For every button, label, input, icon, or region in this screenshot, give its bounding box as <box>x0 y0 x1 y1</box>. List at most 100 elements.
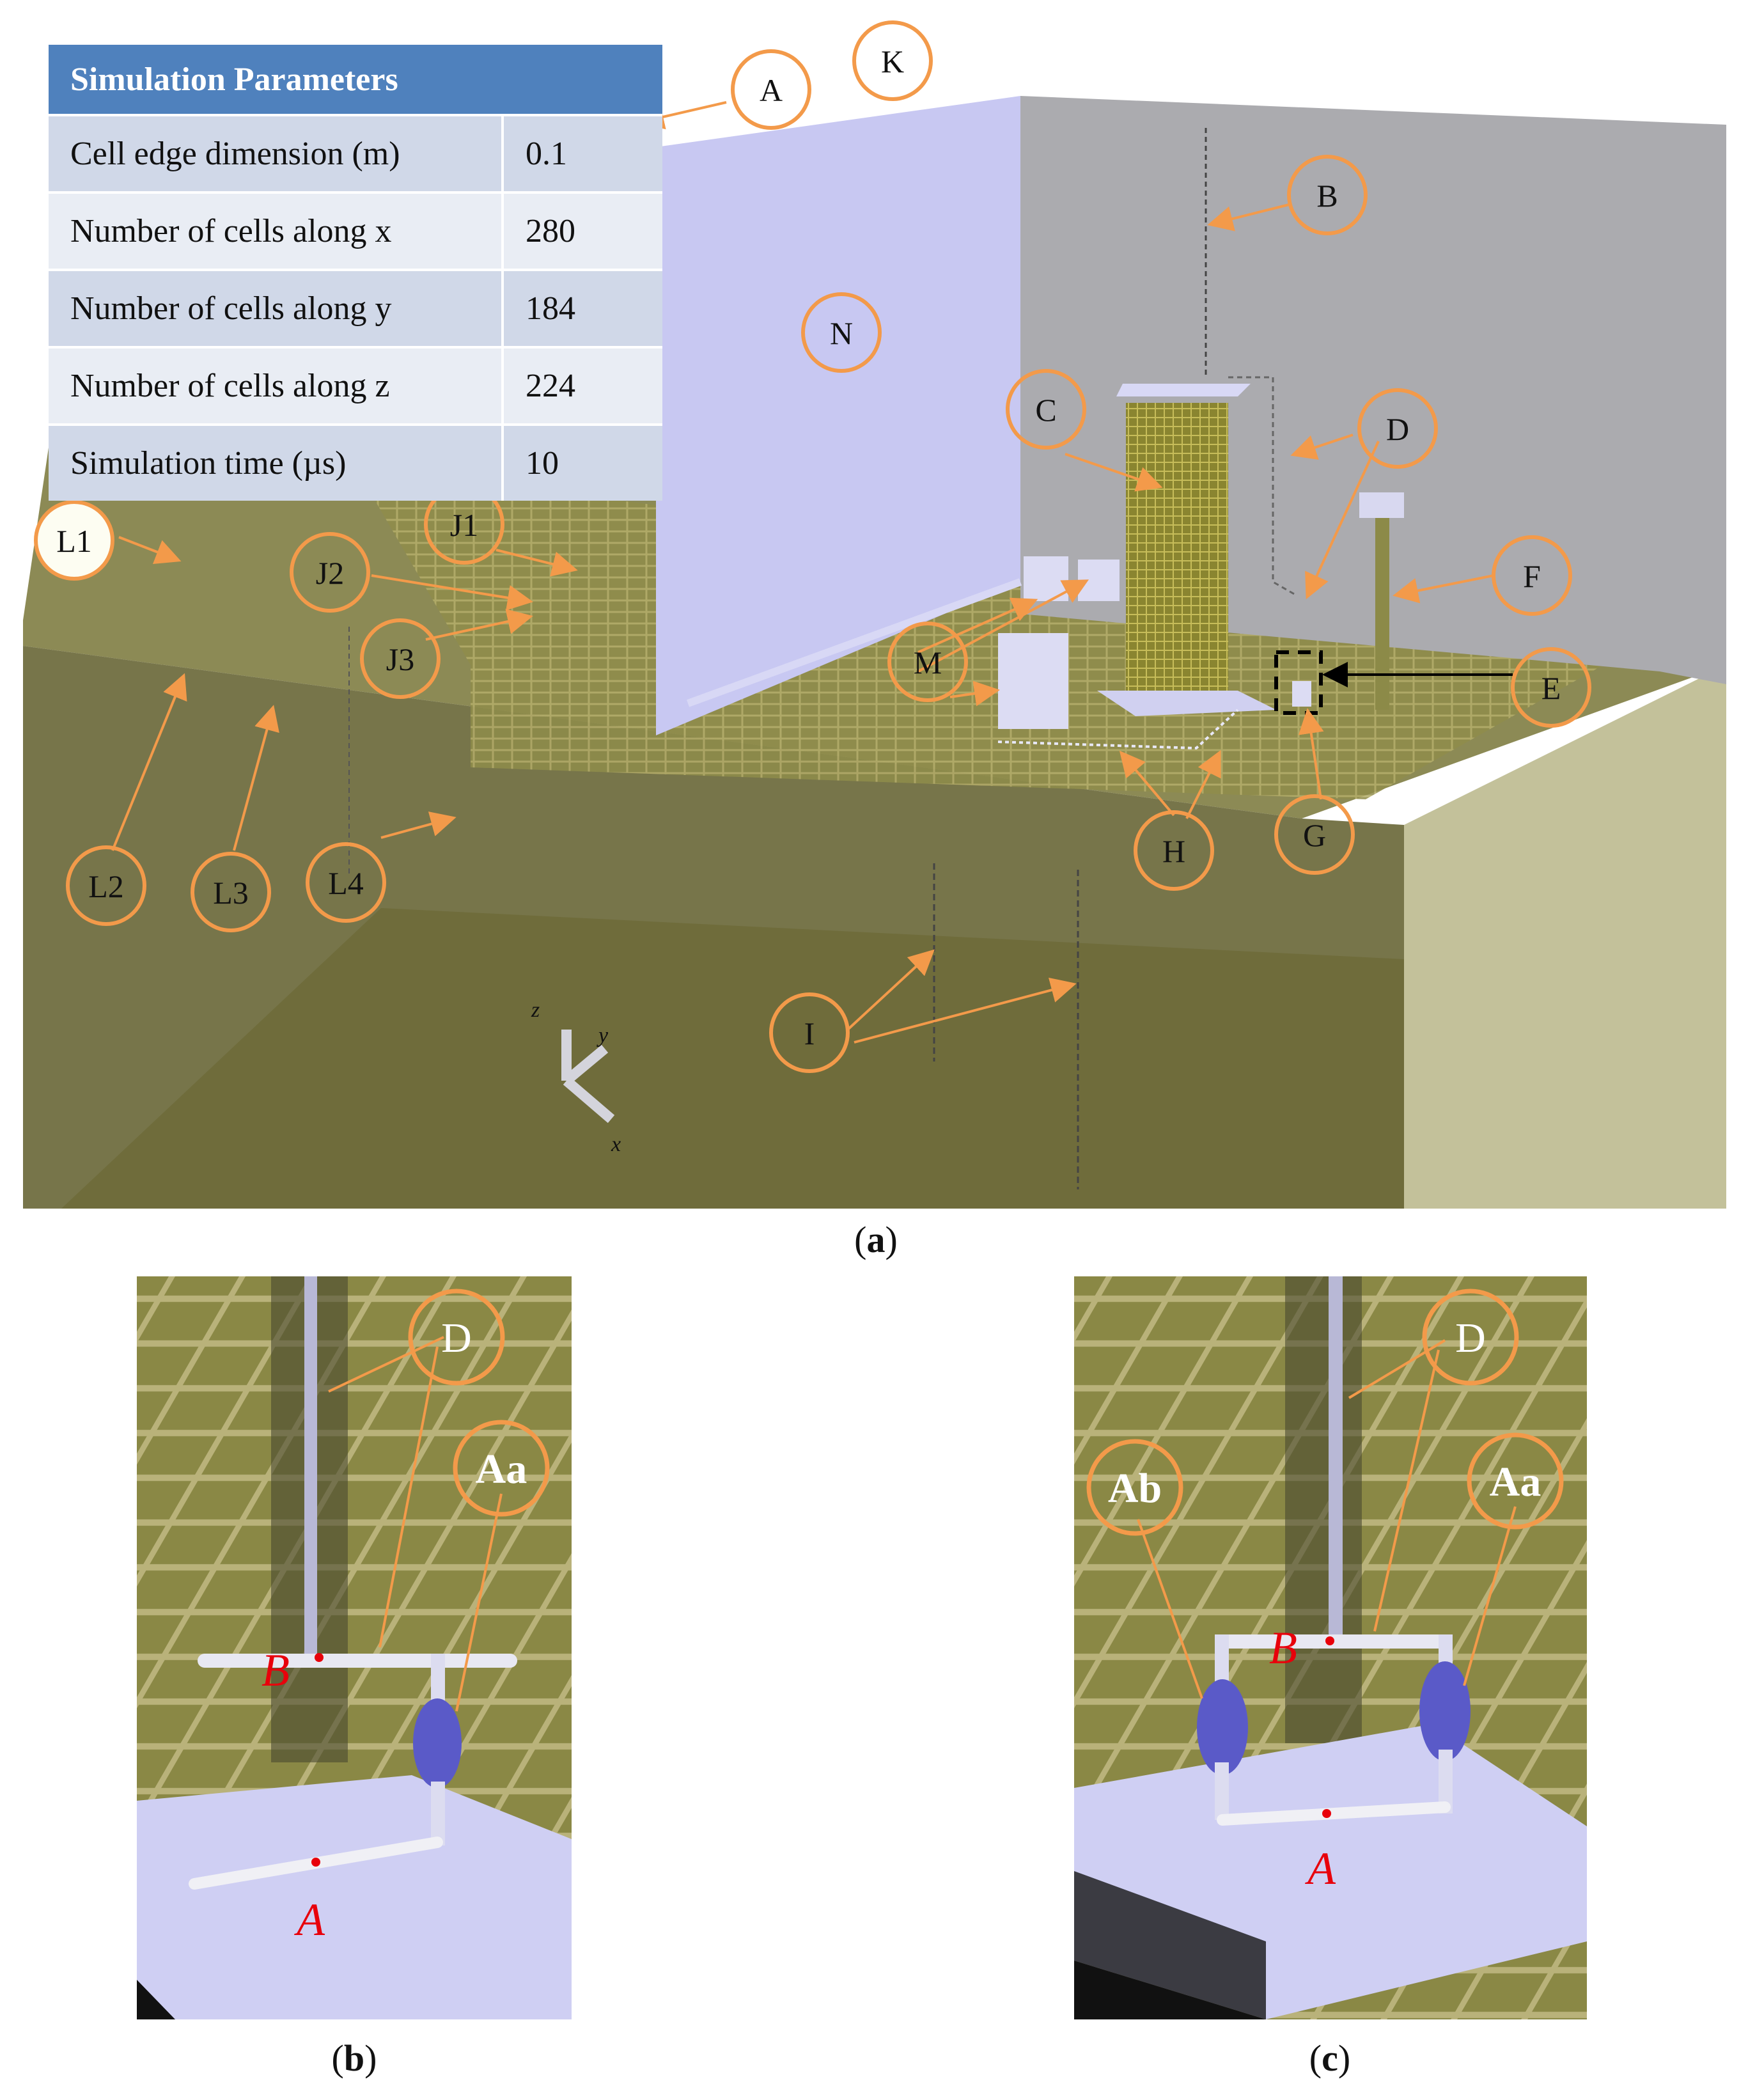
panel-c: B A D Ab Aa <box>1074 1276 1587 2019</box>
svg-text:I: I <box>804 1015 815 1051</box>
row-value: 0.1 <box>501 114 662 192</box>
axes-icon: z y x <box>531 998 621 1156</box>
equipment-box-2 <box>1078 560 1120 601</box>
surge-arrester-b <box>1197 1679 1248 1775</box>
svg-text:B: B <box>1316 178 1338 214</box>
svg-text:Ab: Ab <box>1108 1465 1162 1512</box>
point-B-label: B <box>261 1645 290 1696</box>
callout-L1: L1 <box>34 500 114 581</box>
tower <box>1126 403 1228 710</box>
point-A-marker <box>1322 1809 1331 1818</box>
svg-text:A: A <box>760 72 783 108</box>
callout-B: B <box>1287 155 1368 235</box>
row-value: 184 <box>501 269 662 347</box>
callout-N: N <box>801 292 882 373</box>
svg-text:Aa: Aa <box>476 1446 527 1493</box>
svg-text:L1: L1 <box>56 523 92 559</box>
callout-D: D <box>408 1289 505 1386</box>
svg-text:M: M <box>914 645 942 680</box>
row-label: Number of cells along y <box>49 269 503 347</box>
down-conductor <box>304 1276 317 1660</box>
row-value: 280 <box>501 191 662 270</box>
grounding-device <box>1292 681 1311 707</box>
table-title: Simulation Parameters <box>49 45 662 115</box>
svg-text:G: G <box>1303 817 1326 853</box>
callout-G: G <box>1274 794 1355 875</box>
horizontal-conductor <box>198 1654 517 1668</box>
conductor-drop-left <box>1215 1634 1229 1692</box>
tower-leg <box>1285 1276 1362 1743</box>
table-row: Cell edge dimension (m) 0.1 <box>49 114 662 192</box>
row-label: Cell edge dimension (m) <box>49 114 503 192</box>
row-value: 224 <box>501 346 662 425</box>
pole <box>1375 505 1389 710</box>
detail-view-c: B A D Ab Aa <box>1074 1276 1587 2019</box>
callout-Aa: Aa <box>1467 1432 1564 1530</box>
base-slab <box>137 1775 572 2019</box>
cable-route <box>997 709 1239 750</box>
svg-text:L3: L3 <box>213 875 249 911</box>
panel-a: z y x <box>23 19 1726 1209</box>
point-A-marker <box>311 1858 320 1867</box>
callout-H: H <box>1134 810 1214 891</box>
equipment-box-3 <box>998 633 1068 729</box>
point-B-label: B <box>1269 1622 1297 1673</box>
tower-top-plate <box>1116 384 1251 396</box>
scene-3d-model: z y x <box>23 20 1726 1209</box>
ground-rod <box>1217 1801 1451 1826</box>
callout-F: F <box>1492 535 1572 616</box>
point-B-marker <box>1325 1636 1334 1645</box>
side-wall <box>656 96 1020 735</box>
callout-I: I <box>769 992 850 1073</box>
callout-M: M <box>887 622 968 702</box>
simulation-parameters-table: Simulation Parameters Cell edge dimensio… <box>49 45 662 501</box>
callout-D: D <box>1357 388 1438 469</box>
row-label: Number of cells along x <box>49 191 503 270</box>
caption-b: (b) <box>331 2037 377 2079</box>
callout-A: A <box>731 49 811 130</box>
panel-b: B A D Aa <box>137 1276 572 2019</box>
svg-text:L4: L4 <box>328 865 364 901</box>
callout-E: E <box>1511 647 1591 728</box>
row-value: 10 <box>501 423 662 501</box>
svg-text:H: H <box>1162 833 1185 869</box>
detail-box <box>1274 650 1323 715</box>
callout-L3: L3 <box>191 852 271 932</box>
svg-text:J1: J1 <box>450 507 478 543</box>
svg-text:D: D <box>1455 1315 1486 1361</box>
svg-text:K: K <box>881 43 904 79</box>
axis-y-label: y <box>597 1024 609 1047</box>
caption-a: (a) <box>854 1219 898 1260</box>
point-A-label: A <box>294 1894 325 1945</box>
callout-J2: J2 <box>290 532 370 613</box>
detail-view-b: B A D Aa <box>137 1276 572 2019</box>
callout-K: K <box>852 20 933 101</box>
svg-text:D: D <box>441 1315 472 1361</box>
conductor-drop <box>431 1654 445 1711</box>
callout-Aa: Aa <box>453 1420 550 1517</box>
svg-text:C: C <box>1035 392 1056 428</box>
table-row: Number of cells along x 280 <box>49 191 662 270</box>
axis-z-label: z <box>531 998 540 1022</box>
table-row: Simulation time (µs) 10 <box>49 423 662 501</box>
svg-text:J3: J3 <box>386 641 414 677</box>
callout-D: D <box>1422 1289 1519 1386</box>
svg-text:J2: J2 <box>316 555 344 591</box>
point-B-marker <box>315 1653 324 1662</box>
svg-text:D: D <box>1386 411 1409 447</box>
svg-text:Aa: Aa <box>1490 1459 1541 1505</box>
row-label: Number of cells along z <box>49 346 503 425</box>
svg-text:L2: L2 <box>88 868 124 904</box>
down-conductor <box>1329 1276 1343 1634</box>
svg-text:N: N <box>830 315 853 351</box>
wall-base-rail <box>686 578 1022 707</box>
callout-J3: J3 <box>360 618 441 699</box>
point-A-label: A <box>1305 1843 1336 1894</box>
svg-text:E: E <box>1541 670 1561 706</box>
conductor-drop-2 <box>431 1782 445 1845</box>
callout-arrows <box>111 101 1494 1044</box>
row-label: Simulation time (µs) <box>49 423 503 501</box>
surge-arrester <box>413 1698 462 1788</box>
surge-arrester-a <box>1419 1661 1471 1761</box>
table-row: Number of cells along y 184 <box>49 269 662 347</box>
